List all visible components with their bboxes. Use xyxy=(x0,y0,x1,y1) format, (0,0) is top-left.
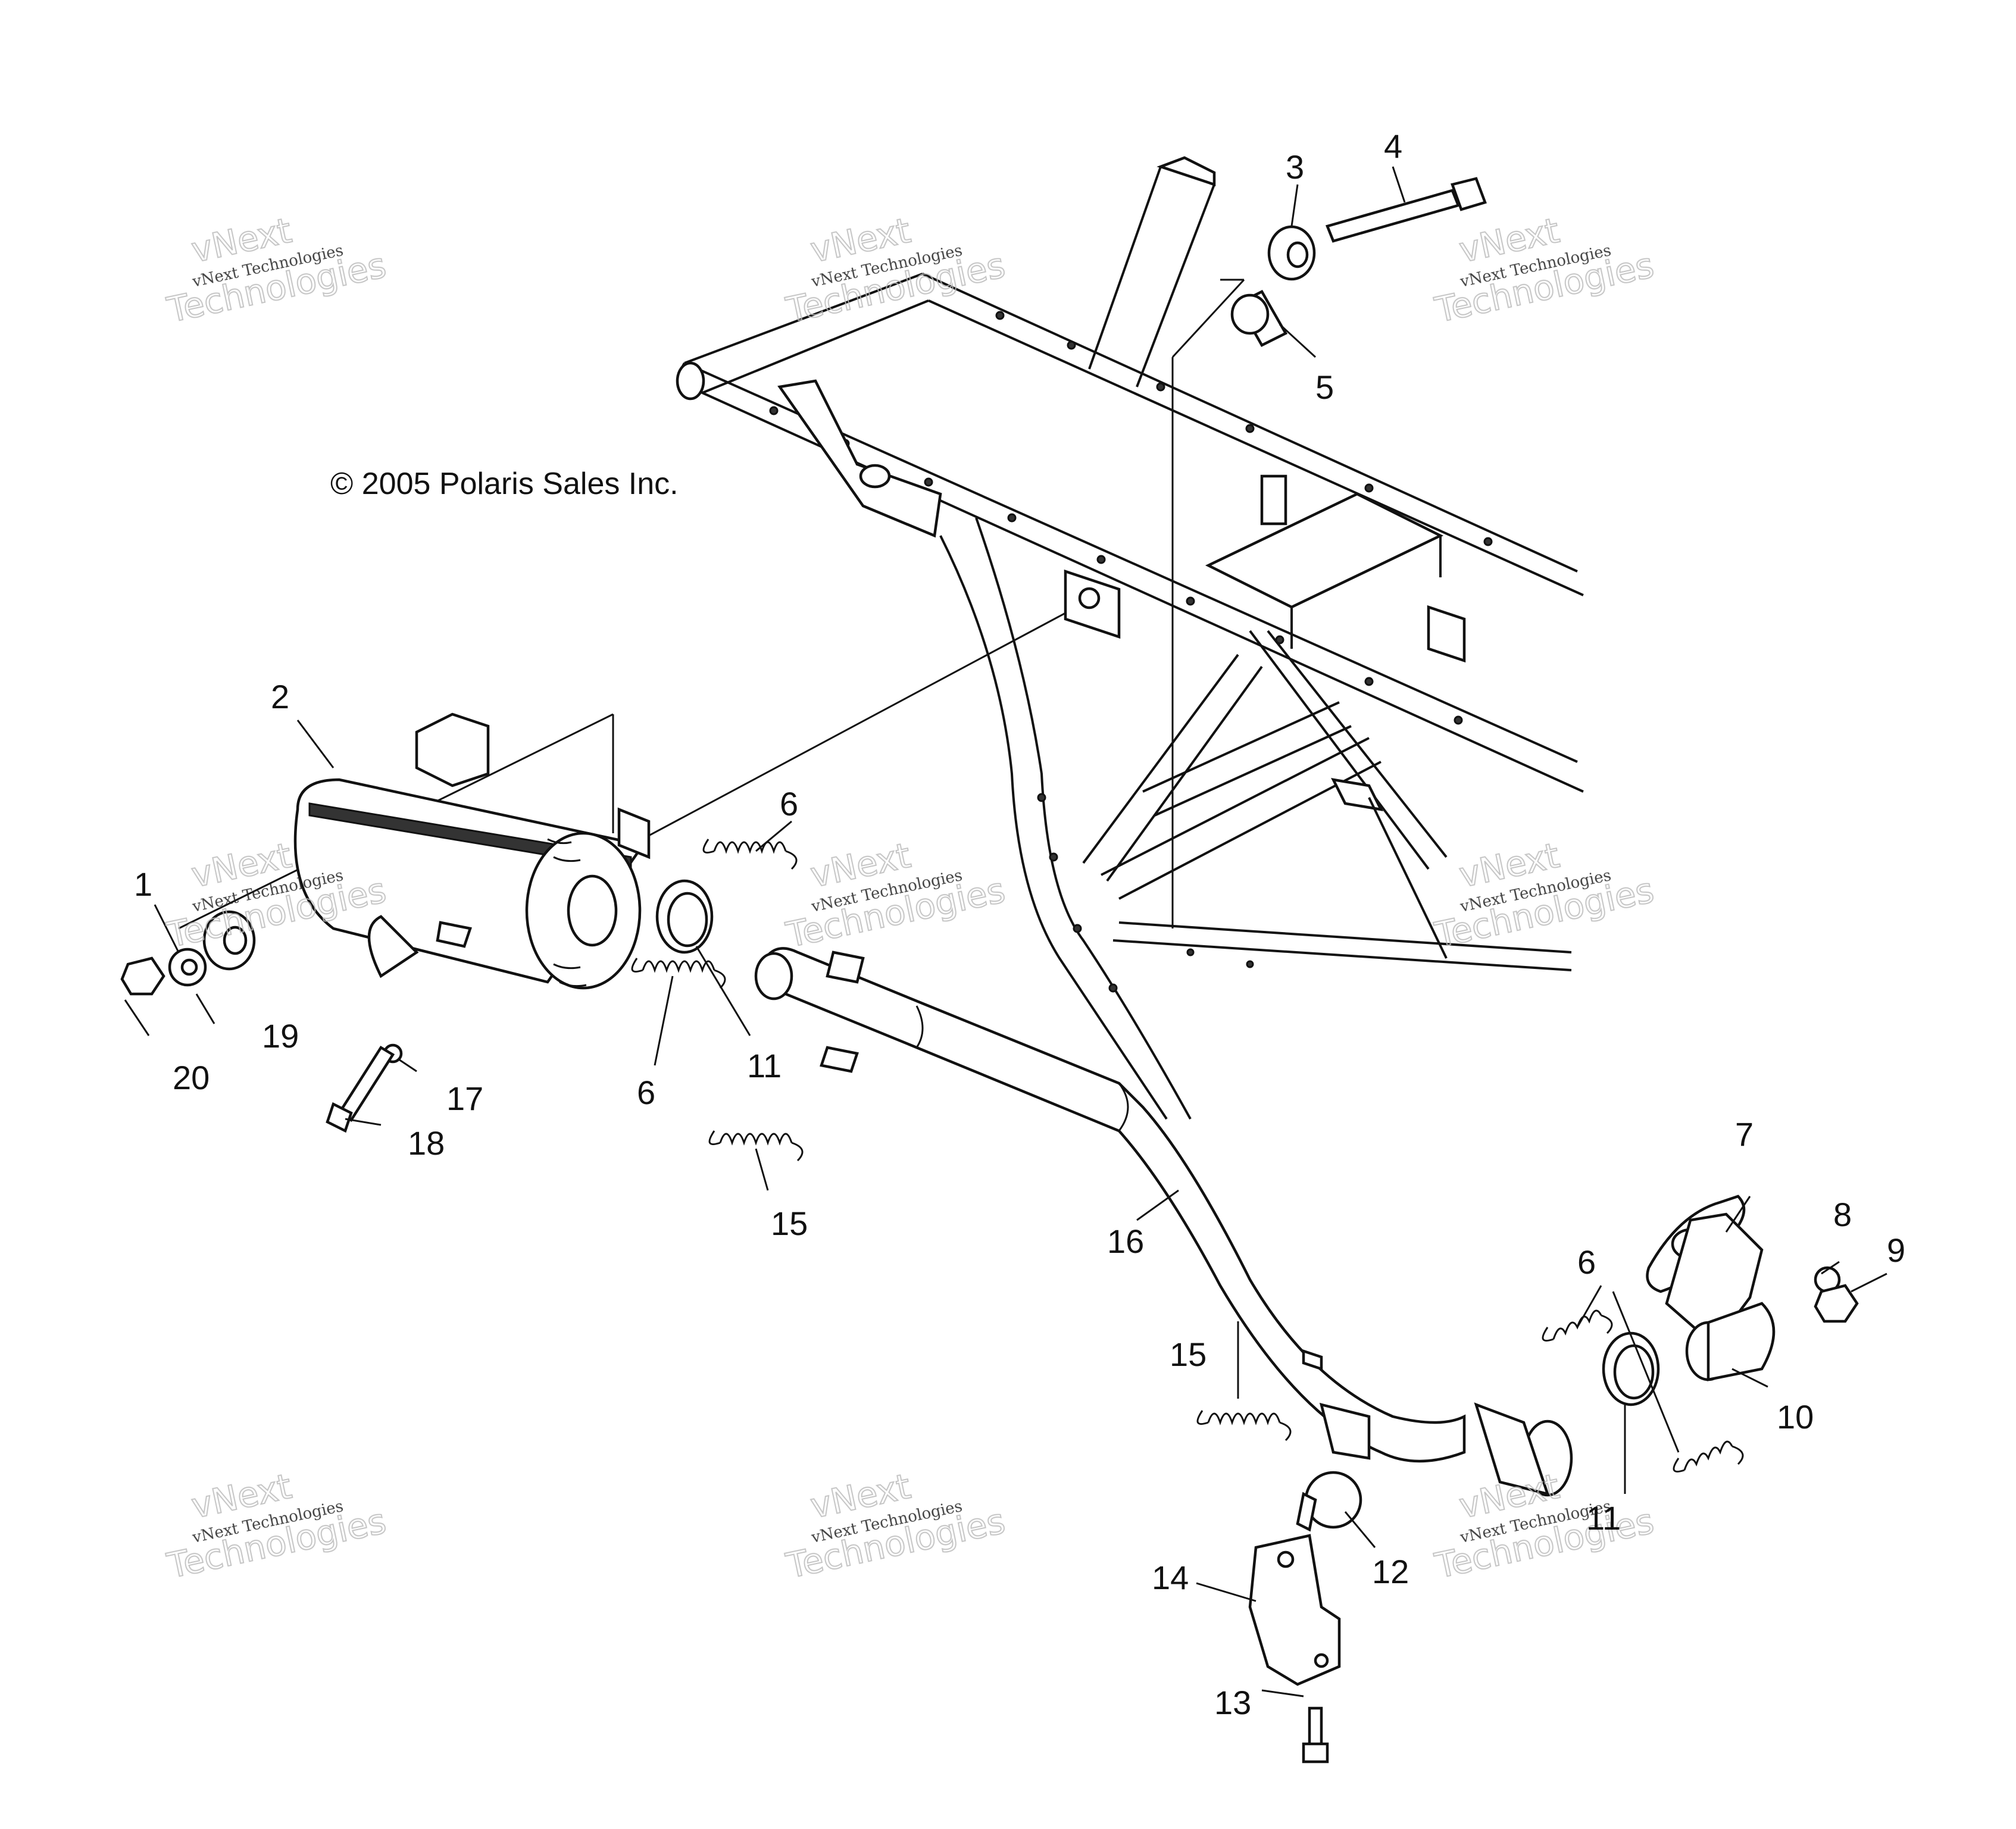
copyright-text: © 2005 Polaris Sales Inc. xyxy=(330,467,679,501)
callout-6-c: 6 xyxy=(1577,1243,1596,1281)
callout-17: 17 xyxy=(446,1080,483,1117)
grommet-12 xyxy=(1296,1471,1362,1532)
callout-16: 16 xyxy=(1107,1223,1144,1260)
spring-15-right xyxy=(1196,1410,1292,1442)
watermark-7: vNext vNext Technologies Technologies xyxy=(163,1465,390,1587)
callout-2: 2 xyxy=(271,678,289,715)
muffler xyxy=(293,712,651,990)
watermarks: vNext vNext Technologies Technologies vN… xyxy=(163,210,1658,1587)
watermark-3: vNext vNext Technologies Technologies xyxy=(1431,210,1658,331)
callout-labels: 1 2 3 4 5 6 6 6 7 8 9 10 11 11 12 13 14 … xyxy=(134,127,1905,1721)
callout-5: 5 xyxy=(1315,368,1334,406)
callout-12: 12 xyxy=(1372,1553,1409,1590)
watermark-2: vNext vNext Technologies Technologies xyxy=(782,210,1009,331)
callout-1: 1 xyxy=(134,865,152,903)
watermark-5: vNext vNext Technologies Technologies xyxy=(782,834,1009,956)
watermark-1: vNext vNext Technologies Technologies xyxy=(163,210,390,331)
callout-6-a: 6 xyxy=(780,785,798,823)
callout-15-a: 15 xyxy=(771,1205,808,1242)
nut-9 xyxy=(1814,1284,1859,1323)
spring-15-left xyxy=(708,1130,804,1162)
spring-6-upper xyxy=(702,839,798,870)
callout-4: 4 xyxy=(1384,127,1402,165)
callout-20: 20 xyxy=(173,1059,210,1096)
callout-10: 10 xyxy=(1777,1398,1814,1436)
callout-11-b: 11 xyxy=(1586,1499,1621,1537)
nut-20 xyxy=(120,956,165,996)
spring-6-lower-right xyxy=(1673,1440,1744,1472)
callout-9: 9 xyxy=(1887,1231,1905,1269)
callout-18: 18 xyxy=(408,1124,445,1162)
callout-19: 19 xyxy=(262,1017,299,1055)
watermark-8: vNext vNext Technologies Technologies xyxy=(782,1465,1009,1587)
callout-6-b: 6 xyxy=(637,1074,655,1111)
callout-leaders xyxy=(124,166,1887,1697)
watermark-6: vNext vNext Technologies Technologies xyxy=(1431,834,1658,956)
vehicle-frame xyxy=(676,156,1584,1120)
watermark-9: vNext vNext Technologies Technologies xyxy=(1431,1465,1658,1587)
callout-3: 3 xyxy=(1286,148,1304,186)
spring-6-middle xyxy=(631,958,726,989)
bolt-4 xyxy=(1325,189,1461,243)
callout-15-b: 15 xyxy=(1170,1336,1207,1373)
head-pipe xyxy=(754,947,1573,1497)
bolt-18 xyxy=(337,1045,395,1123)
callout-7: 7 xyxy=(1735,1115,1754,1153)
callout-14: 14 xyxy=(1152,1559,1189,1596)
bracket-14 xyxy=(1248,1534,1341,1686)
callout-13: 13 xyxy=(1214,1684,1251,1721)
callout-11-a: 11 xyxy=(747,1047,782,1084)
hardware xyxy=(120,177,1859,1764)
callout-8: 8 xyxy=(1833,1196,1852,1233)
